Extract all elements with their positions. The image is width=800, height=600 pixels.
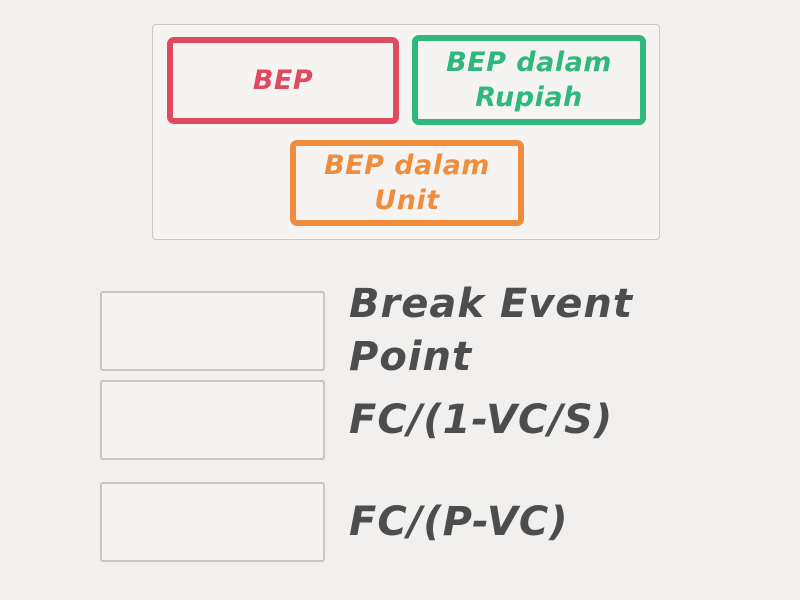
drop-target-1[interactable] <box>100 290 325 371</box>
drop-target-2[interactable] <box>100 380 325 460</box>
draggable-tile-bep-dalam-rupiah[interactable]: BEP dalam Rupiah <box>412 35 646 125</box>
definition-text-break-event-point: Break Event Point <box>349 281 633 380</box>
draggable-tile-bep-dalam-unit[interactable]: BEP dalam Unit <box>290 140 524 226</box>
definition-text-fc-p-vc: FC/(P-VC) <box>349 498 569 545</box>
match-row: FC/(P-VC) <box>100 482 568 562</box>
draggable-tile-bep[interactable]: BEP <box>167 37 399 124</box>
match-row: FC/(1-VC/S) <box>100 380 613 460</box>
match-row: Break Event Point <box>100 278 649 384</box>
answer-tray: BEP BEP dalam Rupiah BEP dalam Unit <box>152 24 660 240</box>
definition-text-fc-1-vc-s: FC/(1-VC/S) <box>349 396 614 443</box>
drop-target-3[interactable] <box>100 482 325 562</box>
